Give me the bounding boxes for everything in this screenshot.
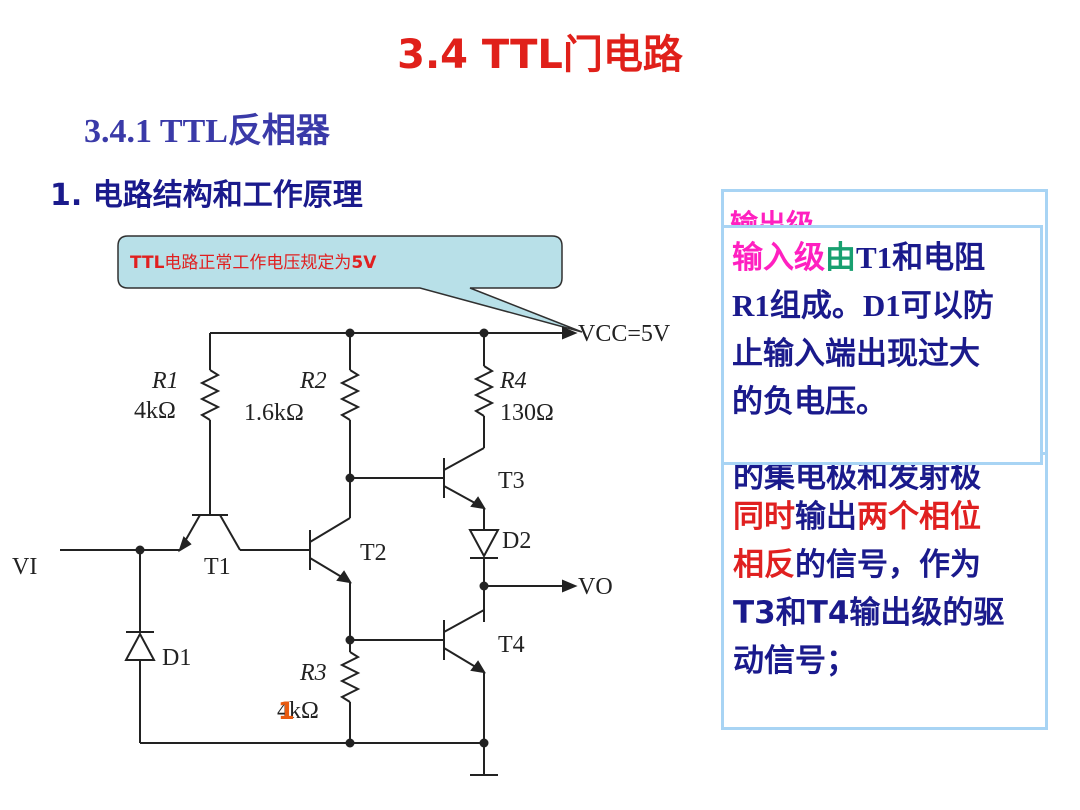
phase-line5: 动信号； — [733, 643, 857, 679]
d1-label: D1 — [162, 645, 191, 671]
input-stage-textbox: 输入级由T1和电阻 R1组成。D1可以防 止输入端出现过大 的负电压。 — [721, 225, 1043, 465]
t2-label: T2 — [360, 540, 387, 566]
callout-balloon — [117, 235, 583, 333]
r1-value: 4kΩ — [134, 398, 176, 424]
r2-name: R2 — [299, 368, 327, 394]
input-line4: 的负电压。 — [732, 384, 887, 420]
r4-name: R4 — [499, 368, 527, 394]
vo-label: VO — [578, 574, 613, 600]
callout-text: TTL电路正常工作电压规定为5V — [130, 253, 377, 273]
t4-label: T4 — [498, 632, 525, 658]
slide-title: 3.4 TTL门电路 — [397, 32, 683, 78]
t1-label: T1 — [204, 554, 231, 580]
vcc-label: VCC=5V — [578, 321, 671, 347]
r2-value: 1.6kΩ — [244, 400, 304, 426]
r4-value: 130Ω — [500, 400, 554, 426]
subsection-heading: 1. 电路结构和工作原理 — [50, 178, 363, 213]
output-stage-peek-text: 输出级 — [730, 208, 815, 229]
input-line1: 输入级由T1和电阻 — [732, 240, 986, 276]
phase-splitter-textbox: 的集电极和发射极 同时输出两个相位 相反的信号，作为 T3和T4输出级的驱 动信… — [721, 452, 1048, 730]
r1-name: R1 — [151, 368, 179, 394]
section-heading: 3.4.1 TTL反相器 — [84, 113, 330, 150]
r3-name: R3 — [299, 660, 327, 686]
r3-overlay-digit: 1 — [278, 697, 295, 725]
input-line2: R1组成。D1可以防 — [732, 288, 994, 323]
input-line3: 止输入端出现过大 — [732, 336, 980, 372]
vi-label: VI — [12, 554, 37, 580]
r3-value: 4kΩ — [277, 698, 319, 724]
d2-label: D2 — [502, 528, 531, 554]
phase-line4: T3和T4输出级的驱 — [733, 595, 1005, 631]
t3-label: T3 — [498, 468, 525, 494]
